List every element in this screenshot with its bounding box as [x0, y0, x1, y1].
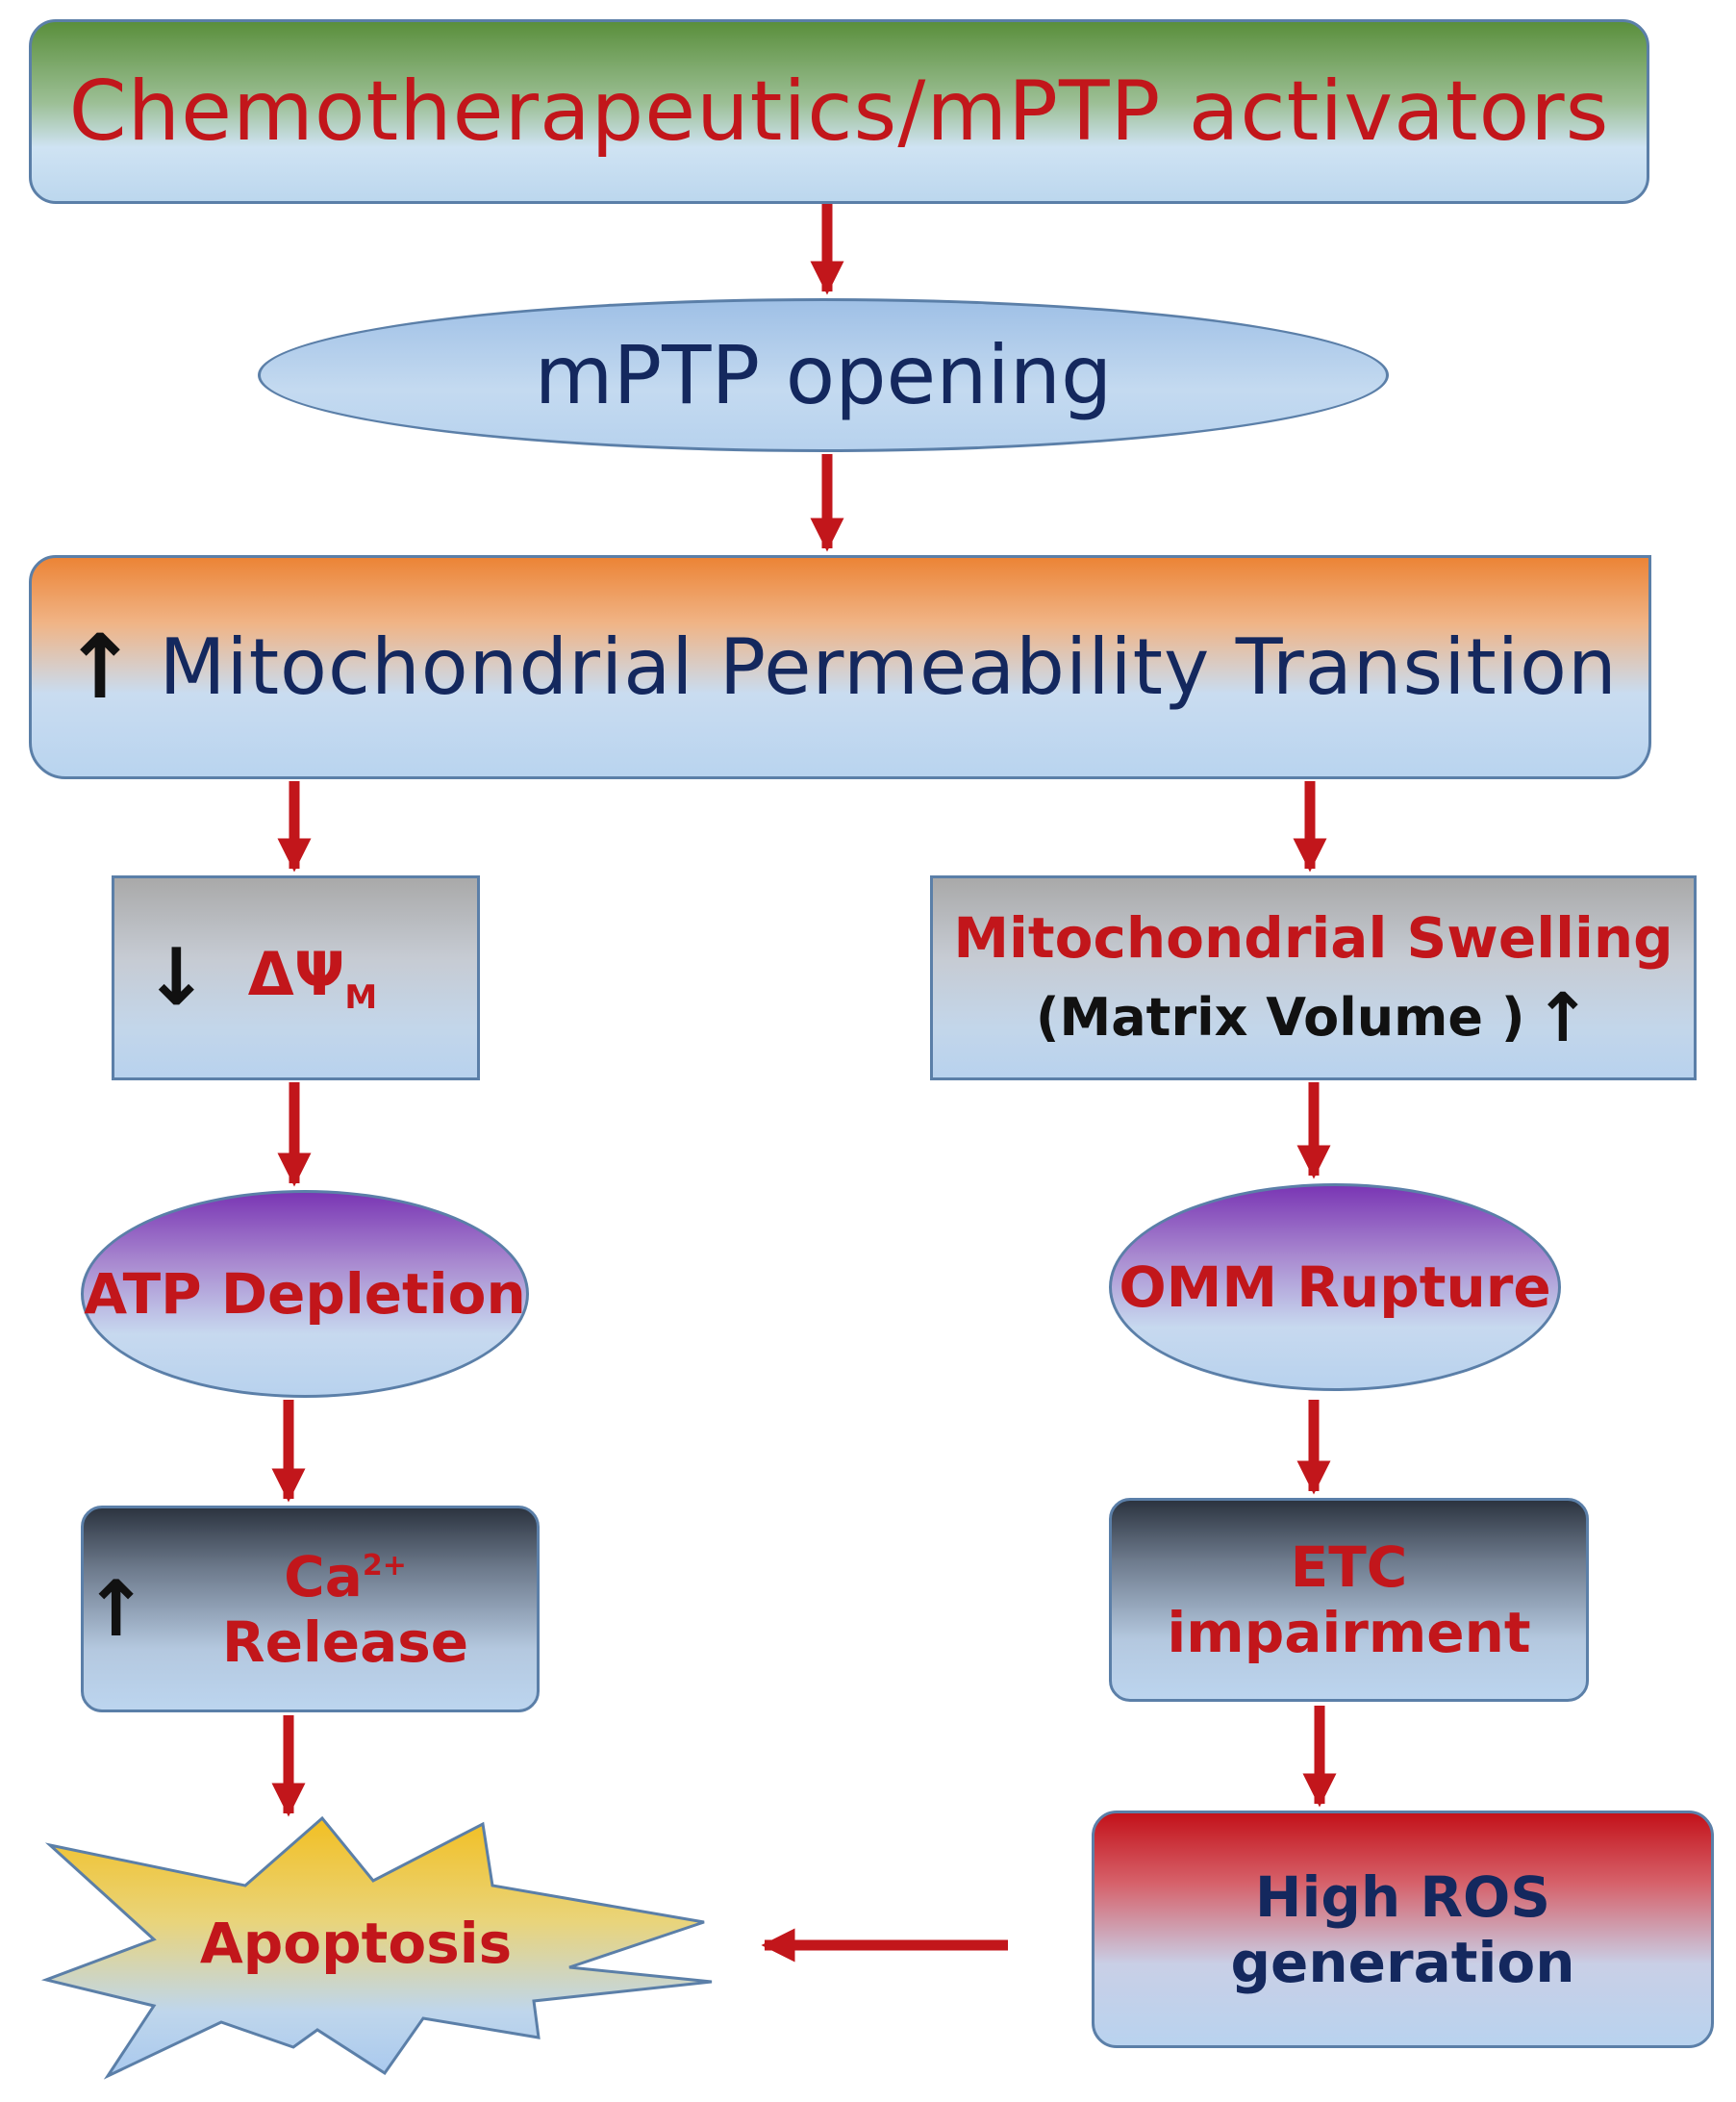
node-mptp-opening-label: mPTP opening	[534, 328, 1113, 422]
up-arrow-icon: ↑	[1534, 977, 1592, 1057]
node-chemotherapeutics: Chemotherapeutics/mPTP activators	[29, 19, 1649, 204]
calcium-symbol: Ca	[284, 1543, 363, 1609]
node-swelling-subtitle: (Matrix Volume )	[1035, 987, 1525, 1048]
delta-psi-subscript: M	[344, 978, 378, 1017]
up-arrow-icon: ↑	[63, 615, 138, 719]
node-mptp-opening: mPTP opening	[258, 298, 1389, 452]
node-etc-impairment-label: ETC impairment	[1167, 1534, 1531, 1665]
node-membrane-potential-label: ΔΨM	[248, 939, 378, 1017]
apoptosis-star-shape	[40, 1815, 713, 2080]
node-membrane-potential: ↓ ΔΨM	[112, 875, 480, 1080]
node-mpt: ↑ Mitochondrial Permeability Transition	[29, 555, 1651, 779]
node-chemotherapeutics-label: Chemotherapeutics/mPTP activators	[68, 63, 1610, 160]
node-atp-depletion-label: ATP Depletion	[84, 1261, 526, 1327]
node-ros-generation-label: High ROS generation	[1230, 1863, 1575, 1995]
node-etc-impairment: ETC impairment	[1109, 1498, 1589, 1702]
down-arrow-icon: ↓	[143, 931, 210, 1024]
node-calcium-release-label: Ca2+ Release	[154, 1544, 537, 1675]
calcium-charge: 2+	[362, 1548, 407, 1583]
node-mitochondrial-swelling: Mitochondrial Swelling (Matrix Volume ) …	[930, 875, 1697, 1080]
node-omm-rupture-label: OMM Rupture	[1119, 1254, 1551, 1320]
node-ros-generation: High ROS generation	[1092, 1811, 1714, 2048]
node-calcium-release: ↑ Ca2+ Release	[81, 1506, 540, 1712]
node-swelling-subtitle-row: (Matrix Volume ) ↑	[1036, 984, 1591, 1051]
up-arrow-icon: ↑	[84, 1563, 149, 1654]
node-omm-rupture: OMM Rupture	[1109, 1183, 1561, 1391]
node-swelling-title: Mitochondrial Swelling	[953, 904, 1673, 971]
calcium-release-word: Release	[221, 1608, 469, 1675]
delta-psi-symbol: ΔΨ	[247, 939, 345, 1009]
node-atp-depletion: ATP Depletion	[81, 1190, 529, 1398]
node-mpt-label: Mitochondrial Permeability Transition	[159, 622, 1618, 712]
apoptosis-label: Apoptosis	[199, 1911, 513, 1976]
